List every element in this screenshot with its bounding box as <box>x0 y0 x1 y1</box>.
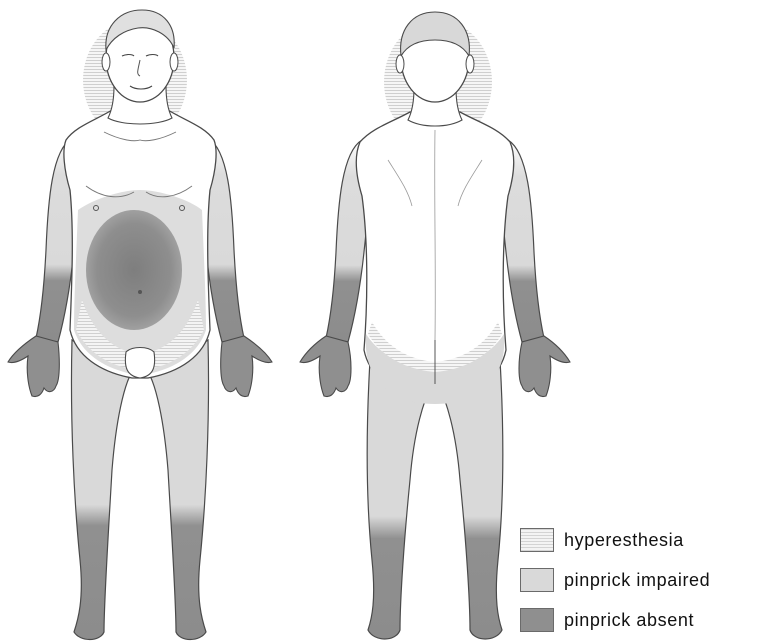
pinprick-absent-swatch <box>520 608 554 632</box>
front-left-hand <box>8 336 59 397</box>
hyperesthesia-swatch <box>520 528 554 552</box>
back-left-hand <box>300 336 351 397</box>
front-left-leg <box>71 340 132 640</box>
front-abdomen-absent <box>86 210 182 330</box>
legend-label: pinprick absent <box>564 610 694 631</box>
front-navel <box>138 290 142 294</box>
back-right-hand <box>519 336 570 397</box>
legend-item-hyperesthesia: hyperesthesia <box>520 522 684 558</box>
front-genitals <box>125 348 154 379</box>
pinprick-impaired-swatch <box>520 568 554 592</box>
front-right-leg <box>148 340 209 640</box>
legend-label: hyperesthesia <box>564 530 684 551</box>
front-view <box>8 10 272 640</box>
legend-label: pinprick impaired <box>564 570 710 591</box>
legend-item-pinprick-impaired: pinprick impaired <box>520 562 710 598</box>
front-right-hand <box>221 336 272 397</box>
legend-item-pinprick-absent: pinprick absent <box>520 602 694 638</box>
